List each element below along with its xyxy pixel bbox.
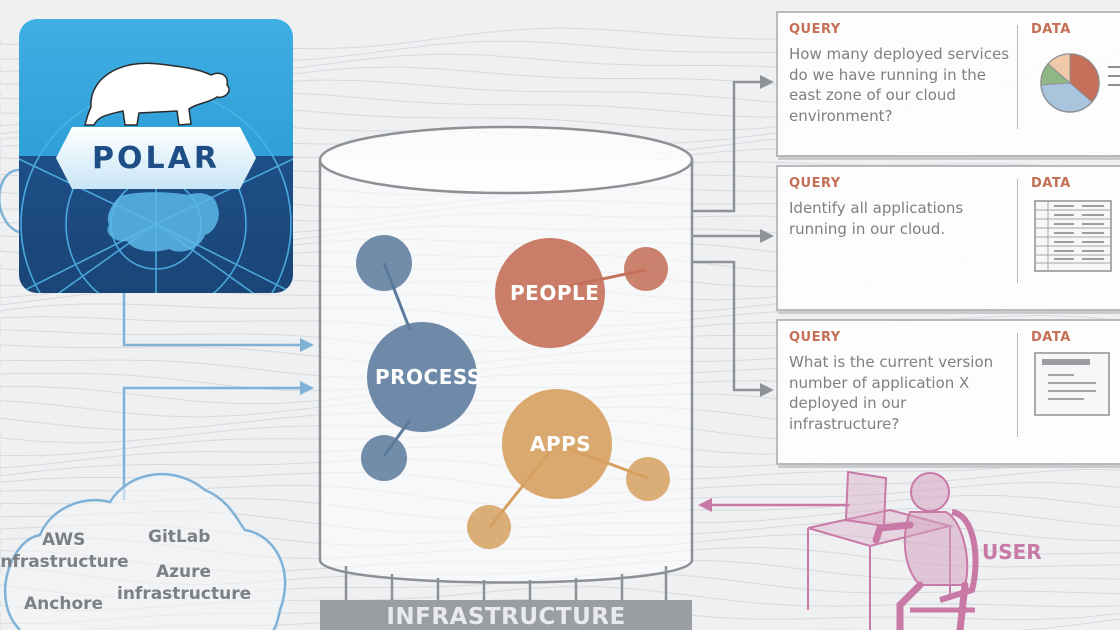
cloud-label-aws: AWS <box>42 530 86 550</box>
polar-bear-icon <box>84 62 230 126</box>
table-icon <box>1034 200 1112 272</box>
logo-arrowhead <box>300 338 314 352</box>
apps-small-node-right <box>626 457 670 501</box>
infrastructure-base <box>320 600 692 630</box>
process-node <box>367 322 477 432</box>
source-cloud <box>3 472 287 630</box>
query-label: QUERY <box>789 176 841 191</box>
input-arrows <box>122 293 314 500</box>
data-label: DATA <box>1031 22 1071 37</box>
pie-chart-icon <box>1040 53 1120 113</box>
user-label: USER <box>982 540 1042 564</box>
cloud-label-anchore: Anchore <box>24 594 104 614</box>
data-label: DATA <box>1031 176 1071 191</box>
card-divider <box>1017 25 1018 129</box>
process-small-node-top <box>356 235 412 291</box>
people-small-node <box>624 247 668 291</box>
query-text: What is the current version number of ap… <box>789 353 994 433</box>
logo-to-database-arrow <box>122 293 300 347</box>
cloud-label-azure-infrastructure: infrastructure <box>117 584 252 604</box>
logo-banner: POLAR <box>56 127 256 189</box>
infrastructure-label: INFRASTRUCTURE <box>386 604 626 630</box>
card-divider <box>1017 333 1018 437</box>
query-card: QUERY DATA How many deployed services do… <box>776 11 1120 157</box>
query-text: How many deployed services do we have ru… <box>789 45 1010 125</box>
cloud-label-gitlab: GitLab <box>148 527 211 547</box>
logo-text: POLAR <box>92 140 220 176</box>
cloud-arrowhead <box>300 381 314 395</box>
process-small-node-bottom <box>361 435 407 481</box>
user-to-database-arrow <box>698 498 850 512</box>
query-text: Identify all applications running in our… <box>789 199 964 238</box>
apps-small-node-bottom <box>467 505 511 549</box>
query-card: QUERY DATA Identify all applications run… <box>776 165 1120 311</box>
polar-logo: POLAR <box>19 19 293 293</box>
user-figure <box>807 470 979 630</box>
output-arrows <box>692 75 774 397</box>
cloud-label-azure: Azure <box>156 562 212 582</box>
people-node <box>495 238 605 348</box>
left-cloud-edge <box>0 168 20 234</box>
apps-label: APPS <box>530 432 592 456</box>
query-label: QUERY <box>789 330 841 345</box>
cloud-to-database-arrow <box>122 386 300 500</box>
logo-artwork <box>19 62 293 293</box>
card-divider <box>1017 179 1018 283</box>
people-label: PEOPLE <box>510 281 600 305</box>
query-label: QUERY <box>789 22 841 37</box>
database-nodes <box>356 235 670 549</box>
document-icon <box>1034 352 1110 416</box>
query-card: QUERY DATA What is the current version n… <box>776 319 1120 465</box>
cloud-label-aws-infrastructure: Infrastructure <box>0 552 129 572</box>
process-label: PROCESS <box>375 365 482 389</box>
data-label: DATA <box>1031 330 1071 345</box>
polar-bear-reflection-icon <box>107 192 219 252</box>
apps-node <box>502 389 612 499</box>
